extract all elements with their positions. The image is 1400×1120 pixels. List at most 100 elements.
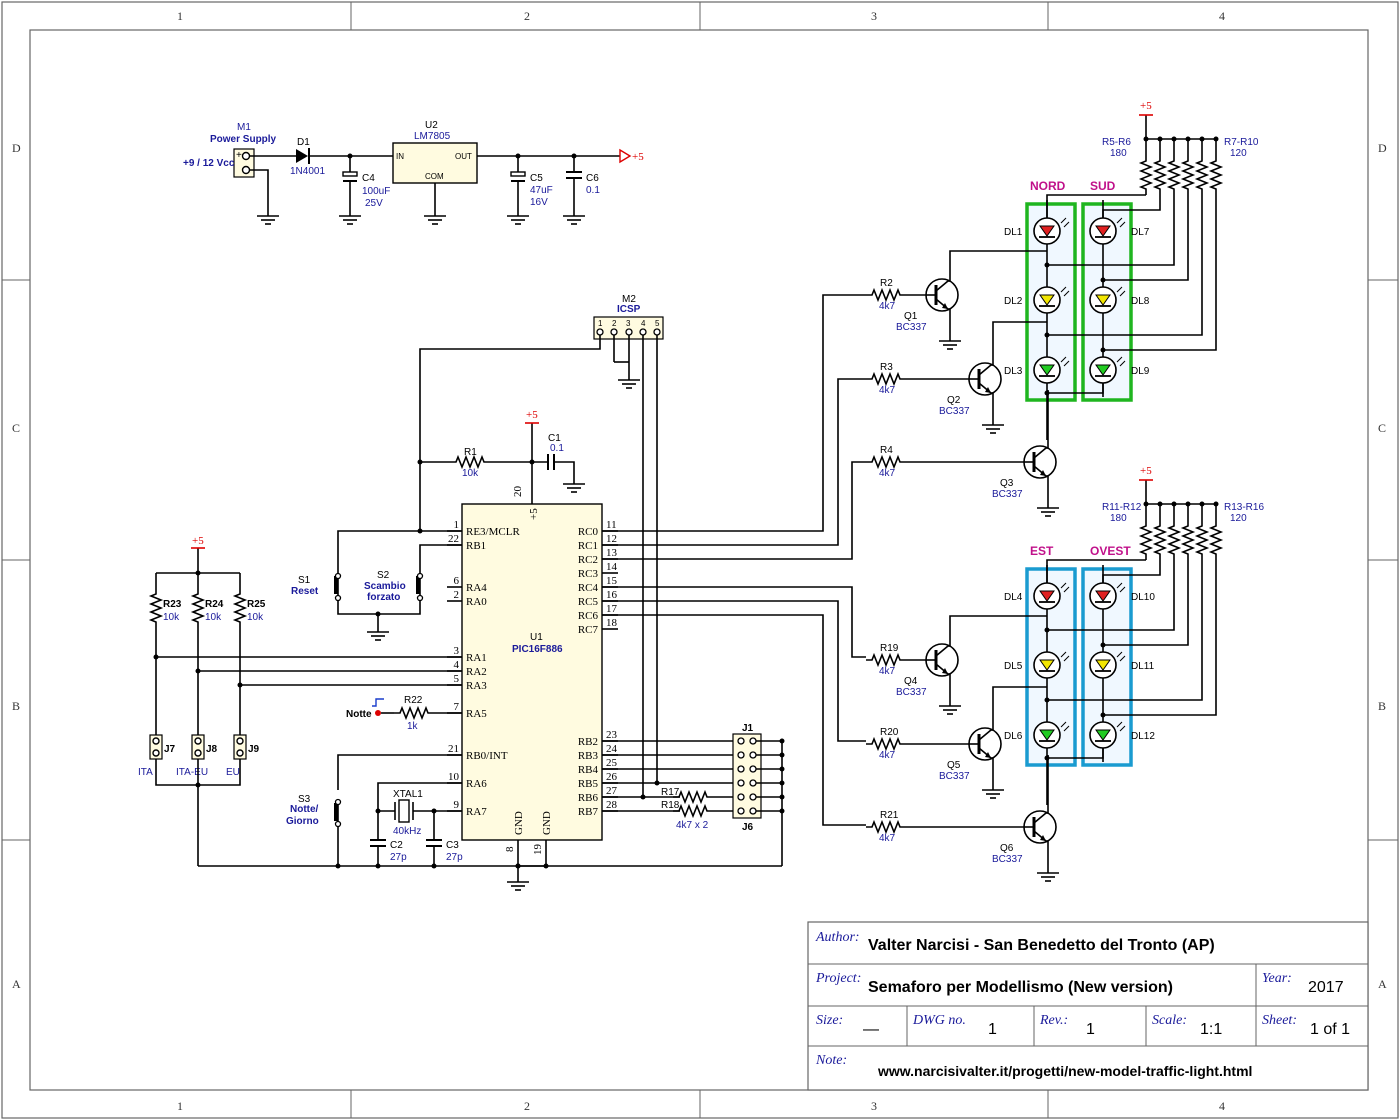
mcu-pin-name: RB0/INT (466, 750, 508, 762)
mcu-pin-number: 3 (454, 645, 460, 657)
header-pin (749, 751, 757, 759)
mcu-pin-name: RC6 (578, 610, 599, 622)
d1-ref: D1 (297, 137, 310, 148)
j8-label: ITA-EU (176, 767, 208, 778)
mcu-pin-number: 21 (448, 743, 459, 755)
rev-value: 1 (1086, 1021, 1095, 1038)
c1-value: 0.1 (550, 443, 564, 454)
s3-name-1: Notte/ (290, 804, 319, 815)
c4-ref: C4 (362, 173, 375, 184)
mcu-pin-name: RA2 (466, 666, 487, 678)
mcu-u1: U1 PIC16F886 +5 20 GND GND 8 19 1RE3/MCL… (447, 486, 618, 891)
header-pin (749, 765, 757, 773)
c5-ref: C5 (530, 173, 543, 184)
base-resistor (865, 654, 907, 666)
note-label: Note: (815, 1053, 847, 1068)
transistor-ref: Q6 (1000, 843, 1014, 854)
icsp-ref: M2 (622, 294, 636, 305)
year-label: Year: (1262, 971, 1292, 986)
r23-value: 10k (163, 612, 180, 623)
j1-j6-block (732, 733, 762, 819)
mcu-pin-number: 7 (454, 701, 460, 713)
grid-row-b-right: B (1378, 699, 1386, 713)
title-block: Author: Valter Narcisi - San Benedetto d… (807, 921, 1369, 1091)
r25-ref: R25 (247, 599, 266, 610)
grid-row-a-right: A (1378, 977, 1387, 991)
mcu-pin-name: RC4 (578, 582, 599, 594)
transistor-ref: Q2 (947, 395, 961, 406)
header-pin (749, 737, 757, 745)
rev-label: Rev.: (1039, 1013, 1068, 1028)
u2-out: OUT (455, 152, 472, 161)
header-pin (737, 793, 745, 801)
header-pin (737, 779, 745, 787)
header-pin (737, 765, 745, 773)
led-resistor (1154, 519, 1166, 561)
mcu-pin-number: 15 (606, 575, 618, 587)
r18-ref: R18 (661, 800, 680, 811)
dir-right: SUD (1090, 179, 1116, 193)
led-label: DL4 (1004, 592, 1023, 603)
project-value: Semaforo per Modellismo (New version) (868, 979, 1173, 996)
mcu-pin-number: 13 (606, 547, 618, 559)
icsp-pin-1: 1 (598, 319, 603, 328)
r25-value: 10k (247, 612, 264, 623)
out-label: +5 (632, 151, 644, 163)
grid-row-c-right: C (1378, 421, 1386, 435)
mcu-pin-number: 16 (606, 589, 618, 601)
c6-ref: C6 (586, 173, 599, 184)
transistor-value: BC337 (992, 489, 1023, 500)
header-pin (737, 751, 745, 759)
u2-regulator (392, 142, 478, 184)
note-value: www.narcisivalter.it/progetti/new-model-… (877, 1063, 1252, 1079)
base-resistor (865, 373, 907, 385)
base-resistor-ref: R2 (880, 278, 893, 289)
mcu-outputs (602, 294, 866, 826)
s2-ref: S2 (377, 570, 390, 581)
mcu-gnd1-pin: 8 (504, 846, 516, 852)
led-resistor (1182, 519, 1194, 561)
led-label: DL12 (1131, 731, 1155, 742)
s3-ref: S3 (298, 794, 311, 805)
s1-name: Reset (291, 586, 319, 597)
mcu-pin-name: RB4 (578, 764, 599, 776)
mcu-pin-name: RA5 (466, 708, 487, 720)
year-value: 2017 (1308, 979, 1344, 996)
base-resistor (865, 738, 907, 750)
led-label: DL7 (1131, 227, 1150, 238)
mcu-pin-name: RC2 (578, 554, 598, 566)
xtal-value: 40kHz (393, 826, 421, 837)
oscillator: XTAL1 40kHz C2 27p C3 27p (370, 782, 463, 866)
dwg-label: DWG no. (912, 1013, 966, 1028)
npn-transistor (967, 726, 1003, 762)
npn-transistor (967, 361, 1003, 397)
project-label: Project: (815, 971, 861, 986)
j9-label: EU (226, 767, 240, 778)
c3-ref: C3 (446, 840, 459, 851)
out-flag (619, 148, 632, 164)
mcu-pin-number: 5 (454, 673, 460, 685)
m1-name: Power Supply (210, 134, 277, 145)
base-resistor (865, 821, 907, 833)
mcu-pin-number: 18 (606, 617, 618, 629)
led-label: DL6 (1004, 731, 1023, 742)
mcu-pin-name: RA1 (466, 652, 487, 664)
u2-com: COM (425, 172, 444, 181)
grid-row-d-left: D (12, 141, 21, 155)
r22-ref: R22 (404, 695, 423, 706)
mcu-gnd2-label: GND (541, 811, 553, 835)
mcu-ref: U1 (530, 632, 543, 643)
transistor-ref: Q3 (1000, 478, 1014, 489)
grid-col-1-bottom: 1 (177, 1099, 183, 1113)
led-resistor (1154, 154, 1166, 196)
c2-value: 27p (390, 852, 407, 863)
mcu-gnd2-pin: 19 (532, 844, 544, 856)
m1-plus: + (236, 150, 242, 161)
icsp-pin-4: 4 (641, 319, 646, 328)
led-label: DL8 (1131, 296, 1150, 307)
r-right-value: 120 (1230, 148, 1247, 159)
led-resistor (1196, 519, 1208, 561)
transistor-value: BC337 (939, 406, 970, 417)
